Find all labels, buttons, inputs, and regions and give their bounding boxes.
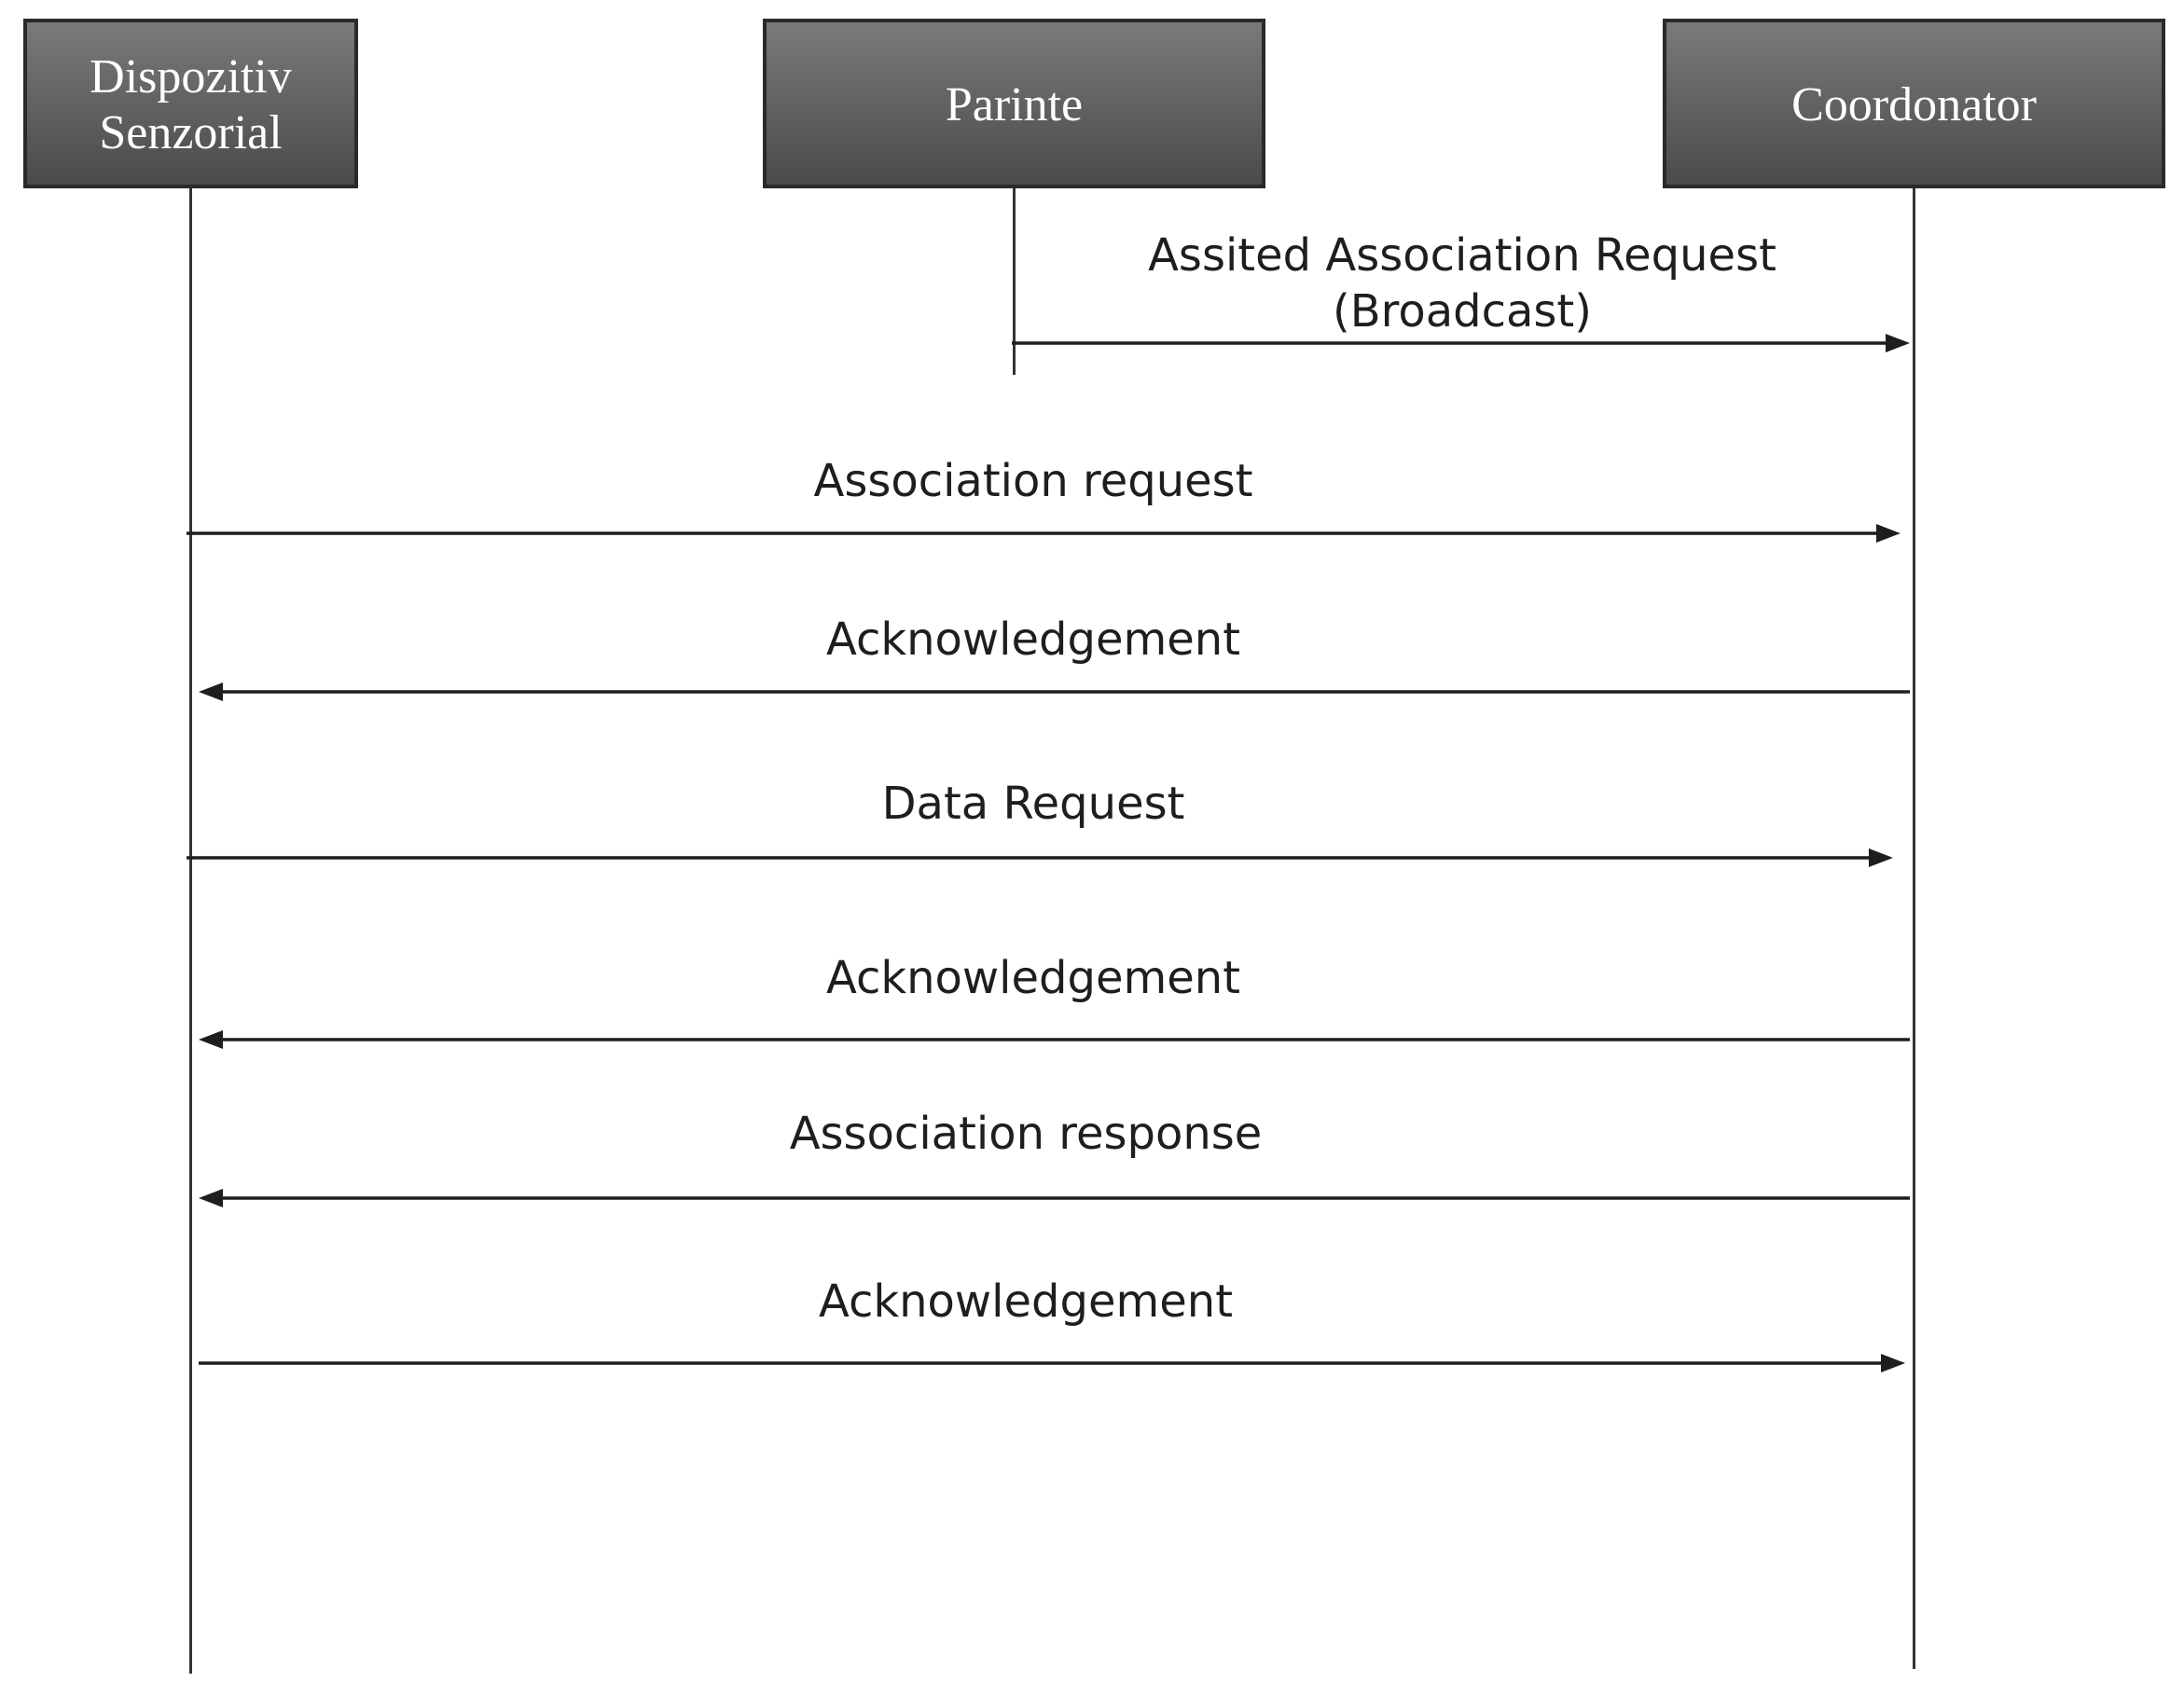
actor-coordonator: Coordonator [1663, 19, 2165, 188]
message-3: Acknowledgement [199, 614, 1910, 701]
message-arrow-head [1869, 848, 1893, 867]
message-label: Acknowledgement [826, 952, 1240, 1004]
actor-label-dispozitiv: Dispozitiv [90, 50, 292, 103]
message-label: Acknowledgement [826, 614, 1240, 666]
message-2: Association request [187, 455, 1901, 543]
message-5: Acknowledgement [199, 952, 1910, 1049]
messages: Assited Association Request(Broadcast)As… [187, 229, 1910, 1372]
actor-label-dispozitiv: Senzorial [99, 106, 282, 159]
message-label: (Broadcast) [1333, 285, 1592, 338]
message-label: Association response [790, 1108, 1263, 1160]
message-arrow-head [1886, 334, 1910, 352]
message-arrow-head [1876, 524, 1901, 543]
actor-parinte: Parinte [763, 19, 1265, 188]
message-label: Data Request [882, 778, 1185, 830]
actor-box-coordonator [1663, 19, 2165, 188]
message-arrow-head [199, 683, 223, 701]
message-6: Association response [199, 1108, 1910, 1207]
lifelines [189, 186, 1915, 1674]
message-1: Assited Association Request(Broadcast) [1012, 229, 1910, 352]
message-arrow-head [1881, 1354, 1905, 1372]
message-7: Acknowledgement [199, 1275, 1905, 1372]
message-arrow-head [199, 1189, 223, 1207]
message-label: Association request [813, 455, 1252, 507]
actor-box-parinte [763, 19, 1265, 188]
message-label: Assited Association Request [1148, 229, 1776, 282]
message-4: Data Request [187, 778, 1893, 867]
actor-box-dispozitiv [23, 19, 358, 188]
message-arrow-head [199, 1030, 223, 1049]
message-label: Acknowledgement [819, 1275, 1233, 1328]
actor-label-parinte: Parinte [946, 78, 1083, 131]
actor-label-coordonator: Coordonator [1791, 78, 2037, 131]
